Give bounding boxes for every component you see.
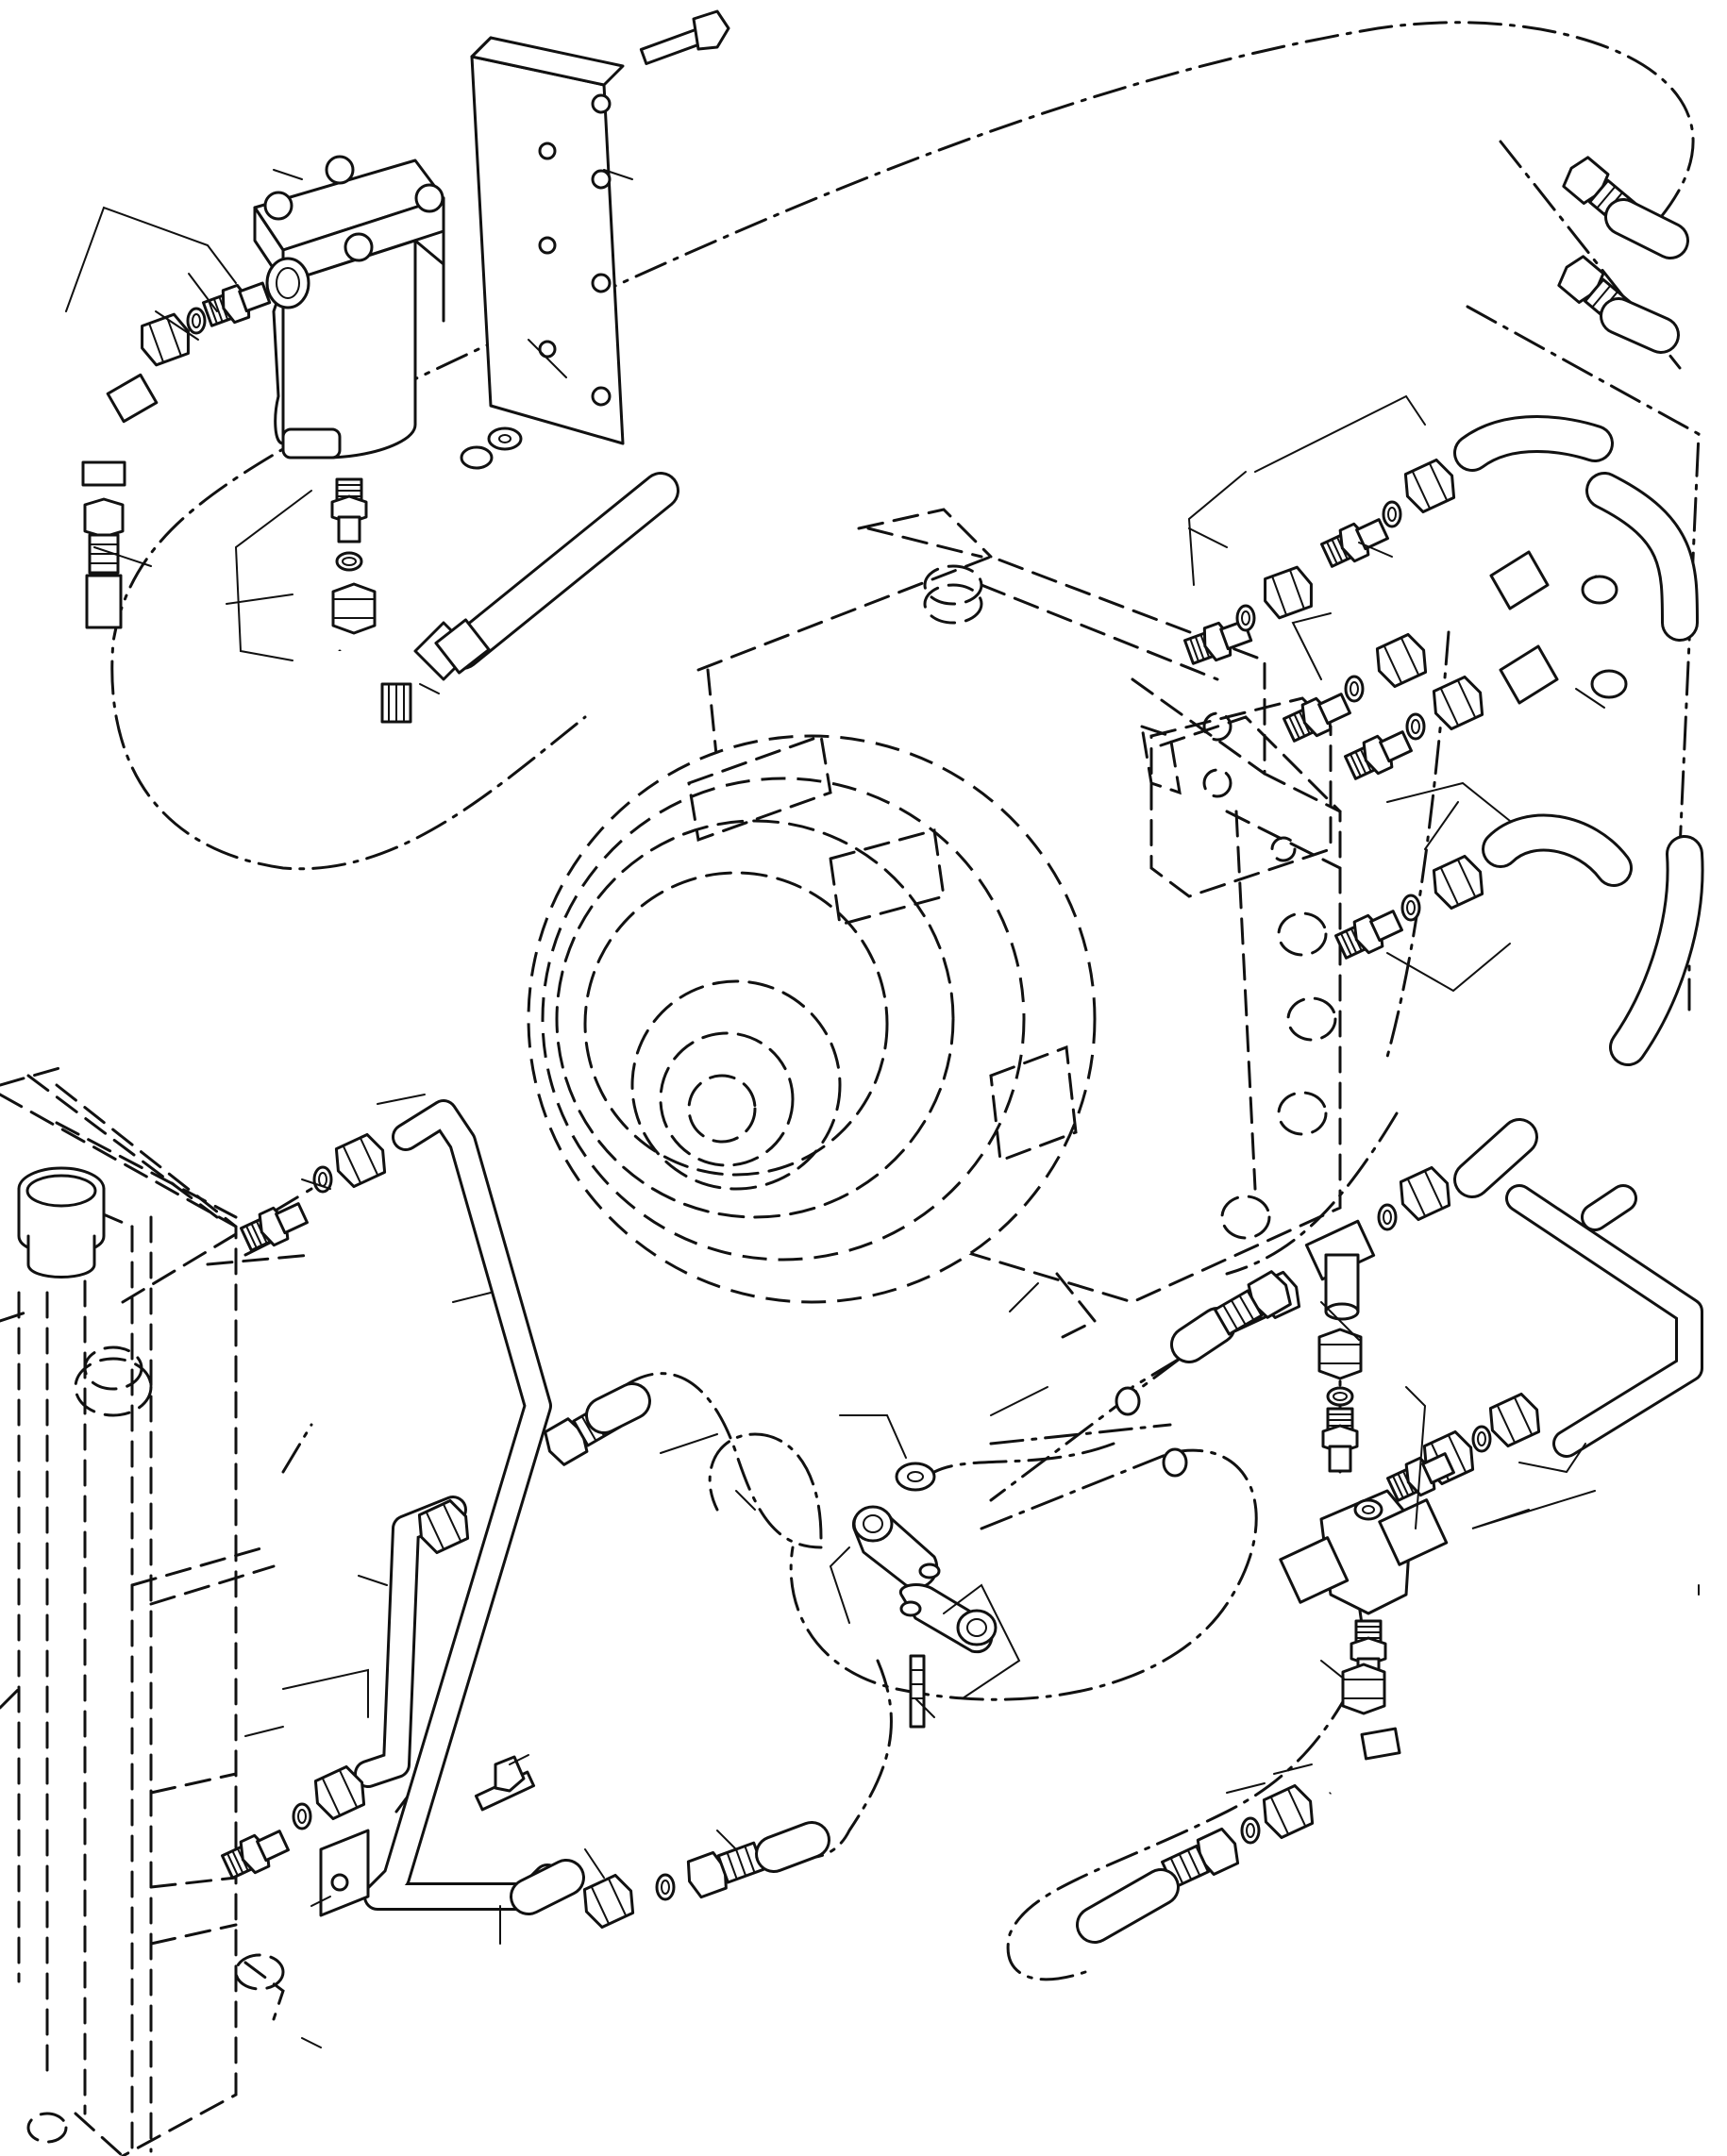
adapter-row2 [1280,686,1354,747]
nut-row1-a [1256,562,1320,623]
radiator-oil-cooler [0,1064,313,2156]
cooler-tubes [218,1099,830,1932]
leader-lines [65,169,1700,2048]
filter-outlet-elbow [325,649,412,724]
tee-fitting-2 [1279,1489,1449,1615]
oring-row4 [1400,894,1421,922]
hose-row4 [1482,813,1633,887]
oring-radiator-bottom [292,1802,312,1830]
mount-washer [487,426,523,451]
adapter-row3 [1341,724,1416,785]
lower-hose [510,1859,585,1915]
hose-end-upper-2 [1552,251,1680,354]
oil-filter [253,155,445,460]
clamp-ring-1 [1115,1386,1141,1416]
mounting-bracket [470,36,625,445]
nut-lower-hose [1255,1780,1321,1843]
clamp-ring-2 [1162,1447,1188,1478]
filter-inlet-hose-end [83,497,125,575]
filter-outlet-oring [335,551,363,572]
oring-row5 [1377,1203,1398,1231]
filter-outlet-adapter [330,477,368,543]
oring-row2 [1344,675,1365,703]
hose-tee1-left [1170,1307,1236,1363]
adapter-row4 [1332,903,1406,964]
tee-fitting-1 [1304,1219,1376,1321]
hose-lower [1076,1868,1180,1944]
hose-row1 [1453,415,1614,472]
filter-inlet-oring [186,307,207,335]
hose-row1-right [1585,472,1699,642]
clamp-stud [909,1654,926,1729]
oring-row1-a [1235,604,1256,632]
oring-lower-hose [1240,1816,1261,1845]
elbow-fitting-1 [1489,533,1618,610]
nut-tee2-lower [1341,1663,1386,1715]
adapter-radiator-bottom [218,1823,293,1884]
nut-row2 [1368,629,1434,692]
clamp-upper [852,1505,941,1590]
clamp-lower [898,1583,998,1654]
mount-nut [460,445,494,470]
nut-row3 [1425,672,1491,734]
return-tube-right [1505,1184,1703,1458]
filter-inlet-elbow [81,373,159,487]
adapter-row1-b [1317,511,1392,573]
adapter-radiator-top [237,1195,311,1257]
right-fittings-group [1076,152,1704,1944]
filler-cap [17,1166,106,1279]
mounting-bolt [639,9,730,65]
oil-filter-assembly [81,9,730,724]
hose-end-upper-1 [1557,152,1689,259]
hose-row5 [1453,1118,1538,1198]
hose-right-vertical [1609,835,1704,1066]
elbow-fitting-lower [1317,1727,1401,1806]
nut-return [1482,1389,1548,1451]
hose-end-bottom [681,1836,767,1901]
nut-bottom-hose [576,1870,642,1932]
hose-center-left [585,1382,651,1434]
nut-row4 [1425,851,1491,913]
hose-bottom [755,1821,830,1873]
filter-inlet-hose [85,574,123,629]
oring-bottom-hose [655,1873,676,1901]
filter-inlet-nut [133,309,197,370]
hose-clamps [852,1386,1188,1729]
nut-upper-tube [327,1129,394,1192]
oring-row3 [1405,712,1426,741]
filter-outlet-hose [413,472,679,681]
oring-return [1471,1425,1492,1453]
oring-tee1-lower [1326,1386,1354,1407]
bolt-lower [474,1755,536,1812]
oring-row1-b [1382,500,1402,528]
clamp-nut [895,1462,936,1492]
nut-row1-b [1397,455,1463,517]
cooler-tube-upper [363,1099,562,1911]
tube-bracket [319,1829,370,1917]
elbow-fitting-2 [1499,627,1628,705]
nut-row5 [1392,1162,1458,1225]
adapter-tee1-lower [1321,1407,1359,1473]
filter-outlet-nut [331,582,377,635]
transmission-housing [527,508,1342,1342]
